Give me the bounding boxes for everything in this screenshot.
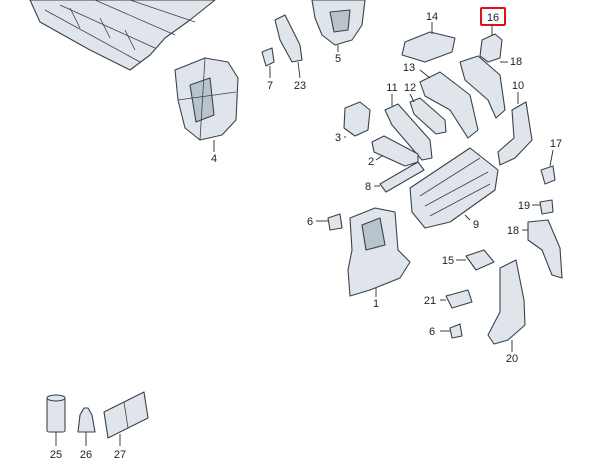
label-9: 9 [473,219,479,231]
label-20: 20 [506,353,518,365]
label-16: 16 [487,12,499,24]
part-26-plug [77,407,96,433]
label-19: 19 [518,200,530,212]
label-13: 13 [403,62,415,74]
part-21-bracket [445,289,473,309]
label-25: 25 [50,449,62,461]
part-6-upper-clip [327,213,343,231]
part-5-crossmember [311,0,366,46]
label-17: 17 [550,138,562,150]
label-27: 27 [114,449,126,461]
part-18-upper-rail [459,55,506,119]
part-14-panel [401,31,456,63]
label-21: 21 [424,295,436,307]
part-23-support [274,14,303,63]
part-16-cap [479,33,503,63]
part-11-rail [384,103,433,161]
part-20-pillar-section [487,259,526,345]
part-17-cap [540,165,556,185]
part-6-lower-clip [449,323,463,339]
label-7: 7 [267,80,273,92]
part-12-mount [409,97,447,135]
label-12: 12 [404,82,416,94]
label-8: 8 [365,181,371,193]
label-23: 23 [294,80,306,92]
label-1: 1 [373,298,379,310]
label-10: 10 [512,80,524,92]
part-25-cylinder [46,394,66,433]
part-10-pillar [497,101,533,166]
highlight-box-16 [480,7,506,26]
label-15: 15 [442,255,454,267]
label-4: 4 [211,153,217,165]
label-18-lower: 18 [507,225,519,237]
label-18-upper: 18 [510,56,522,68]
part-3-bracket [343,101,371,137]
label-2: 2 [368,156,374,168]
part-7-clip [261,47,275,67]
part-1-side-panel [347,207,411,297]
part-13-bracket [419,71,479,139]
label-3: 3 [335,132,341,144]
part-19-clip [539,199,554,215]
part-15-plate [465,249,495,271]
label-26: 26 [80,449,92,461]
label-5: 5 [335,53,341,65]
label-14: 14 [426,11,438,23]
part-27-pad [103,391,149,439]
part-18-lower-rail [527,219,563,279]
part-8-crossbar [379,161,425,193]
label-6-upper: 6 [307,216,313,228]
label-11: 11 [386,82,397,94]
label-6-lower: 6 [429,326,435,338]
part-4-bracket [174,57,239,141]
vehicle-floor-frame [29,0,216,71]
part-9-floor-section [409,147,499,229]
